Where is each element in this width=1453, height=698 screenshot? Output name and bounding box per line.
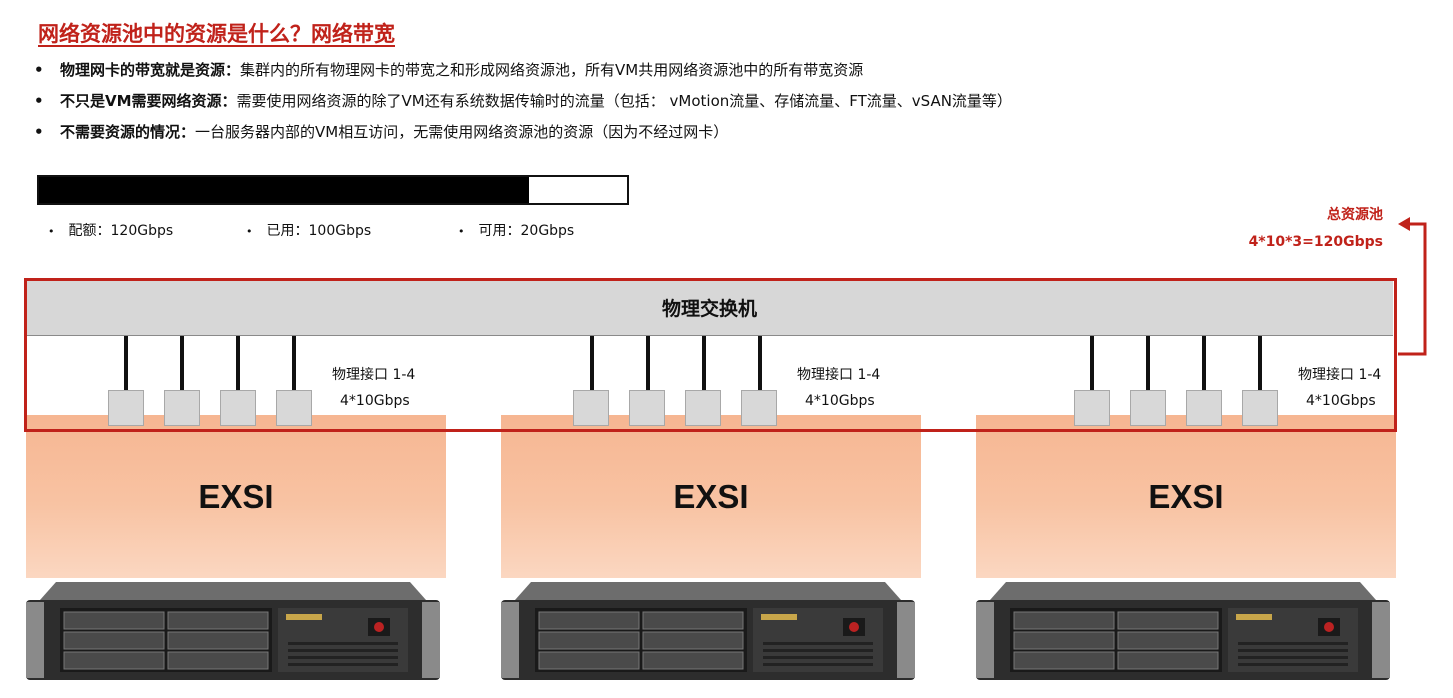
used-label: • 已用：100Gbps [246,220,371,240]
exsi-host-2: EXSI [501,415,921,578]
bullet-heading: 不只是VM需要网络资源： [60,92,237,110]
nic-port [573,390,609,426]
available-label: • 可用：20Gbps [458,220,574,240]
nic-port [1186,390,1222,426]
network-cable [590,336,594,392]
exsi-host-3: EXSI [976,415,1396,578]
network-cable [180,336,184,392]
network-cable [1202,336,1206,392]
network-cable [236,336,240,392]
server-icon [26,582,440,680]
nic-port [685,390,721,426]
port-name: 物理接口 1-4 [1298,367,1382,383]
page-title: 网络资源池中的资源是什么？网络带宽 [38,22,395,46]
list-item: • 不只是VM需要网络资源：需要使用网络资源的除了VM还有系统数据传输时的流量（包… [34,91,1012,122]
network-cable [646,336,650,392]
list-item: • 不需要资源的情况：一台服务器内部的VM相互访问，无需使用网络资源池的资源（因为… [34,122,1012,153]
bullet-dot-icon: • [34,123,44,141]
bullet-dot-icon: • [34,61,44,79]
nic-port [629,390,665,426]
network-cable [702,336,706,392]
network-cable [1146,336,1150,392]
physical-switch: 物理交换机 [26,280,1393,336]
bullet-dot-icon: • [48,225,55,238]
nic-port [108,390,144,426]
total-pool-title: 总资源池 [1327,207,1383,223]
network-cable [1090,336,1094,392]
bullet-text: 集群内的所有物理网卡的带宽之和形成网络资源池，所有VM共用网络资源池中的所有带宽… [240,61,864,79]
network-cable [124,336,128,392]
nic-port [164,390,200,426]
server-icon [976,582,1390,680]
list-item: • 物理网卡的带宽就是资源：集群内的所有物理网卡的带宽之和形成网络资源池，所有VM… [34,60,1012,91]
port-label: 物理接口 1-4 4*10Gbps [797,362,880,414]
exsi-host-1: EXSI [26,415,446,578]
pool-arrow-icon [1398,217,1427,356]
nic-port [1242,390,1278,426]
server-icon [501,582,915,680]
port-speed: 4*10Gbps [805,393,875,409]
used-text: 已用：100Gbps [266,223,372,239]
bullet-dot-icon: • [458,225,465,238]
total-pool-formula: 4*10*3=120Gbps [1248,234,1383,250]
bullet-text: 一台服务器内部的VM相互访问，无需使用网络资源池的资源（因为不经过网卡） [195,123,729,141]
port-speed: 4*10Gbps [1306,393,1376,409]
total-pool-label: 总资源池 4*10*3=120Gbps [1249,202,1383,256]
quota-text: 配额：120Gbps [68,223,174,239]
resource-pool-frame [24,278,1397,432]
network-cable [1258,336,1262,392]
nic-port [1074,390,1110,426]
port-label: 物理接口 1-4 4*10Gbps [1298,362,1381,414]
network-cable [758,336,762,392]
port-label: 物理接口 1-4 4*10Gbps [332,362,415,414]
available-text: 可用：20Gbps [478,223,575,239]
bullet-dot-icon: • [34,92,44,110]
nic-port [741,390,777,426]
port-name: 物理接口 1-4 [332,367,416,383]
bullet-text: 需要使用网络资源的除了VM还有系统数据传输时的流量（包括： vMotion流量、… [236,92,1012,110]
bullet-dot-icon: • [246,225,253,238]
port-speed: 4*10Gbps [340,393,410,409]
quota-label: • 配额：120Gbps [48,220,173,240]
bullet-heading: 物理网卡的带宽就是资源： [60,61,241,79]
nic-port [276,390,312,426]
network-cable [292,336,296,392]
exsi-label: EXSI [1148,477,1224,515]
nic-port [1130,390,1166,426]
bullet-list: • 物理网卡的带宽就是资源：集群内的所有物理网卡的带宽之和形成网络资源池，所有VM… [34,60,1012,153]
exsi-label: EXSI [198,477,274,515]
bandwidth-usage-bar [37,175,629,205]
usage-bar-fill [39,177,529,203]
port-name: 物理接口 1-4 [797,367,881,383]
nic-port [220,390,256,426]
exsi-label: EXSI [673,477,749,515]
bullet-heading: 不需要资源的情况： [60,123,196,141]
switch-label: 物理交换机 [661,298,757,320]
